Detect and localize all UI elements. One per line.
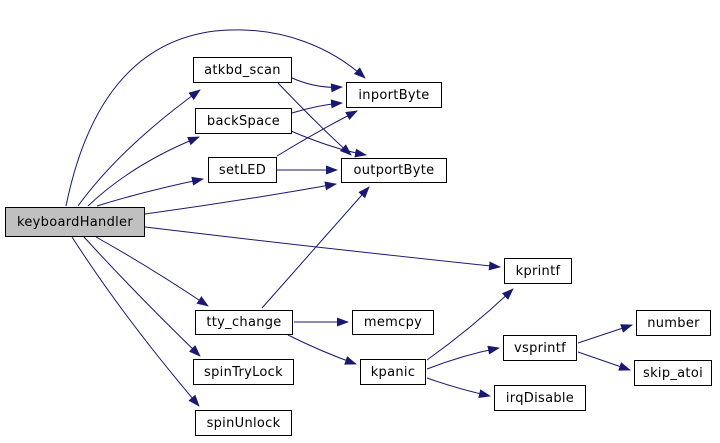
node-label: backSpace	[206, 113, 281, 129]
edge-keyboardHandler-to-outportByte	[144, 181, 337, 215]
edge-atkbd_scan-to-outportByte	[277, 82, 352, 156]
edge-kpanic-to-vsprintf	[426, 345, 500, 370]
edge-backSpace-to-outportByte	[290, 130, 367, 158]
node-setLED[interactable]: setLED	[208, 157, 277, 183]
edge-keyboardHandler-to-kprintf	[144, 226, 501, 271]
edge-keyboardHandler-to-spinUnlock	[71, 236, 200, 407]
node-label: tty_change	[206, 315, 282, 330]
edge-keyboardHandler-to-spinTryLock	[83, 236, 201, 357]
edge-keyboardHandler-to-backSpace	[87, 136, 200, 207]
node-label: spinUnlock	[206, 415, 281, 431]
edge-vsprintf-to-skip_atoi	[577, 351, 631, 371]
node-spinTryLock[interactable]: spinTryLock	[193, 359, 294, 385]
node-label: outportByte	[353, 163, 435, 178]
edge-kpanic-to-irqDisable	[426, 377, 491, 399]
edge-keyboardHandler-to-tty_change	[95, 236, 209, 307]
edge-setLED-to-inportByte	[276, 110, 358, 157]
node-tty_change[interactable]: tty_change	[195, 310, 293, 335]
edge-vsprintf-to-number	[577, 324, 633, 344]
node-outportByte[interactable]: outportByte	[341, 158, 447, 183]
node-label: skip_atoi	[643, 365, 703, 381]
node-label: number	[647, 315, 700, 331]
edge-tty_change-to-outportByte	[261, 186, 370, 309]
node-label: memcpy	[363, 315, 423, 330]
edge-keyboardHandler-to-inportByte	[65, 29, 366, 207]
node-kpanic[interactable]: kpanic	[360, 359, 426, 385]
node-label: kprintf	[515, 263, 561, 279]
edge-kpanic-to-kprintf	[426, 288, 514, 361]
node-label: setLED	[218, 162, 267, 178]
node-label: keyboardHandler	[17, 214, 133, 230]
node-number[interactable]: number	[636, 310, 711, 336]
edge-keyboardHandler-to-atkbd_scan	[77, 89, 201, 207]
node-label: spinTryLock	[204, 364, 283, 380]
node-backSpace[interactable]: backSpace	[195, 108, 292, 134]
node-kprintf[interactable]: kprintf	[504, 258, 572, 284]
call-graph-edges	[65, 29, 633, 407]
node-vsprintf[interactable]: vsprintf	[503, 335, 577, 361]
edge-tty_change-to-kpanic	[287, 334, 357, 365]
edge-keyboardHandler-to-setLED	[96, 176, 204, 207]
node-atkbd_scan[interactable]: atkbd_scan	[193, 57, 292, 83]
edge-backSpace-to-inportByte	[291, 99, 343, 114]
node-memcpy[interactable]: memcpy	[352, 310, 434, 335]
node-label: kpanic	[370, 364, 416, 380]
node-spinUnlock[interactable]: spinUnlock	[195, 410, 292, 436]
node-label: inportByte	[358, 87, 430, 103]
node-inportByte[interactable]: inportByte	[346, 82, 442, 108]
node-label: irqDisable	[505, 390, 575, 406]
edge-atkbd_scan-to-inportByte	[291, 77, 343, 93]
node-irqDisable[interactable]: irqDisable	[494, 385, 586, 411]
node-skip_atoi[interactable]: skip_atoi	[634, 360, 712, 386]
node-label: vsprintf	[514, 340, 566, 356]
node-keyboardHandler: keyboardHandler	[5, 207, 145, 237]
node-label: atkbd_scan	[204, 62, 281, 78]
